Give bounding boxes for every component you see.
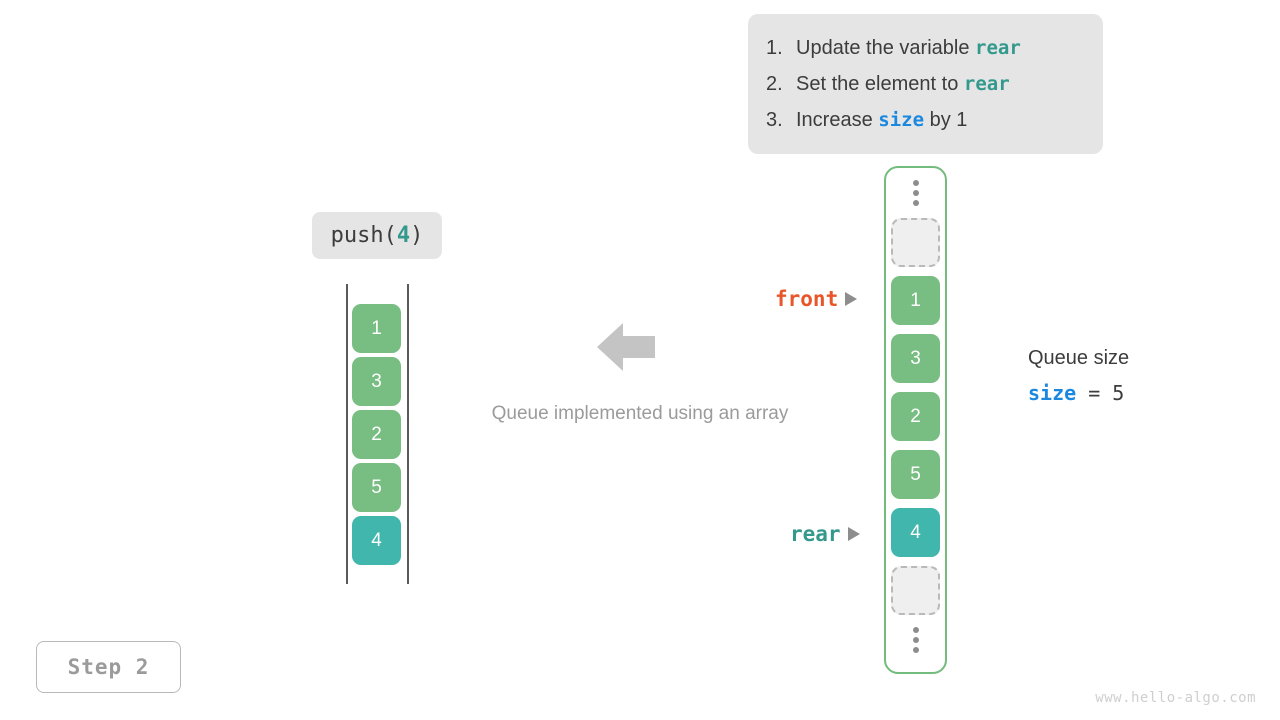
size-value: 5 [1112, 381, 1125, 405]
array-cell-highlight: 4 [352, 516, 401, 565]
circular-array-cells: 1 3 2 5 4 [891, 218, 940, 615]
array-cell: 3 [352, 357, 401, 406]
array-cell: 5 [891, 450, 940, 499]
keyword-size: size [878, 109, 925, 131]
array-cell-empty [891, 566, 940, 615]
instruction-number: 3. [766, 109, 783, 131]
queue-size-title: Queue size [1028, 347, 1130, 369]
array-cell-empty [891, 218, 940, 267]
operation-label: push(4) [312, 212, 442, 259]
array-cell: 1 [352, 304, 401, 353]
instruction-text-pre: Set the element to [796, 73, 964, 95]
array-cell: 1 [891, 276, 940, 325]
operation-argument: 4 [396, 223, 411, 248]
array-bracket-left [346, 284, 348, 584]
instruction-text: Set the element to rear [796, 66, 1010, 102]
array-cell: 3 [891, 334, 940, 383]
circular-array-container: 1 3 2 5 4 [884, 166, 947, 674]
instruction-number: 2. [766, 73, 783, 95]
pointer-rear-label: rear [790, 522, 841, 546]
instruction-text-pre: Increase [796, 109, 879, 131]
size-variable: size [1028, 381, 1077, 405]
left-arrow-icon [597, 322, 655, 372]
vertical-ellipsis-icon-top [912, 168, 919, 218]
instruction-number: 1. [766, 37, 783, 59]
linear-array: 1 3 2 5 4 [340, 284, 414, 584]
instruction-text-pre: Update the variable [796, 37, 976, 59]
keyword-rear: rear [963, 73, 1010, 95]
instruction-item: 2. Set the element to rear [766, 66, 1083, 102]
instruction-item: 1. Update the variable rear [766, 30, 1083, 66]
queue-size-info: Queue size size = 5 [1028, 343, 1129, 405]
pointer-arrow-icon [847, 527, 860, 541]
instruction-text-post: by 1 [924, 109, 968, 131]
array-cell: 2 [352, 410, 401, 459]
size-operator: = [1076, 381, 1113, 405]
array-bracket-right [407, 284, 409, 584]
instruction-text: Update the variable rear [796, 30, 1021, 66]
watermark: www.hello-algo.com [1095, 690, 1256, 706]
pointer-front: front [775, 287, 858, 311]
linear-array-cells: 1 3 2 5 4 [352, 304, 401, 565]
pointer-front-label: front [775, 287, 839, 311]
instruction-item: 3. Increase size by 1 [766, 102, 1083, 138]
instruction-text: Increase size by 1 [796, 102, 967, 138]
pointer-rear: rear [790, 522, 860, 546]
array-cell: 2 [891, 392, 940, 441]
step-badge: Step 2 [36, 641, 181, 693]
vertical-ellipsis-icon-bottom [912, 615, 919, 665]
array-cell-highlight: 4 [891, 508, 940, 557]
operation-name: push( [330, 223, 397, 248]
instruction-panel: 1. Update the variable rear 2. Set the e… [748, 14, 1103, 154]
pointer-arrow-icon [845, 292, 858, 306]
operation-close-paren: ) [410, 223, 424, 248]
diagram-caption: Queue implemented using an array [491, 403, 789, 424]
keyword-rear: rear [975, 37, 1021, 59]
queue-size-expression: size = 5 [1028, 381, 1129, 405]
array-cell: 5 [352, 463, 401, 512]
